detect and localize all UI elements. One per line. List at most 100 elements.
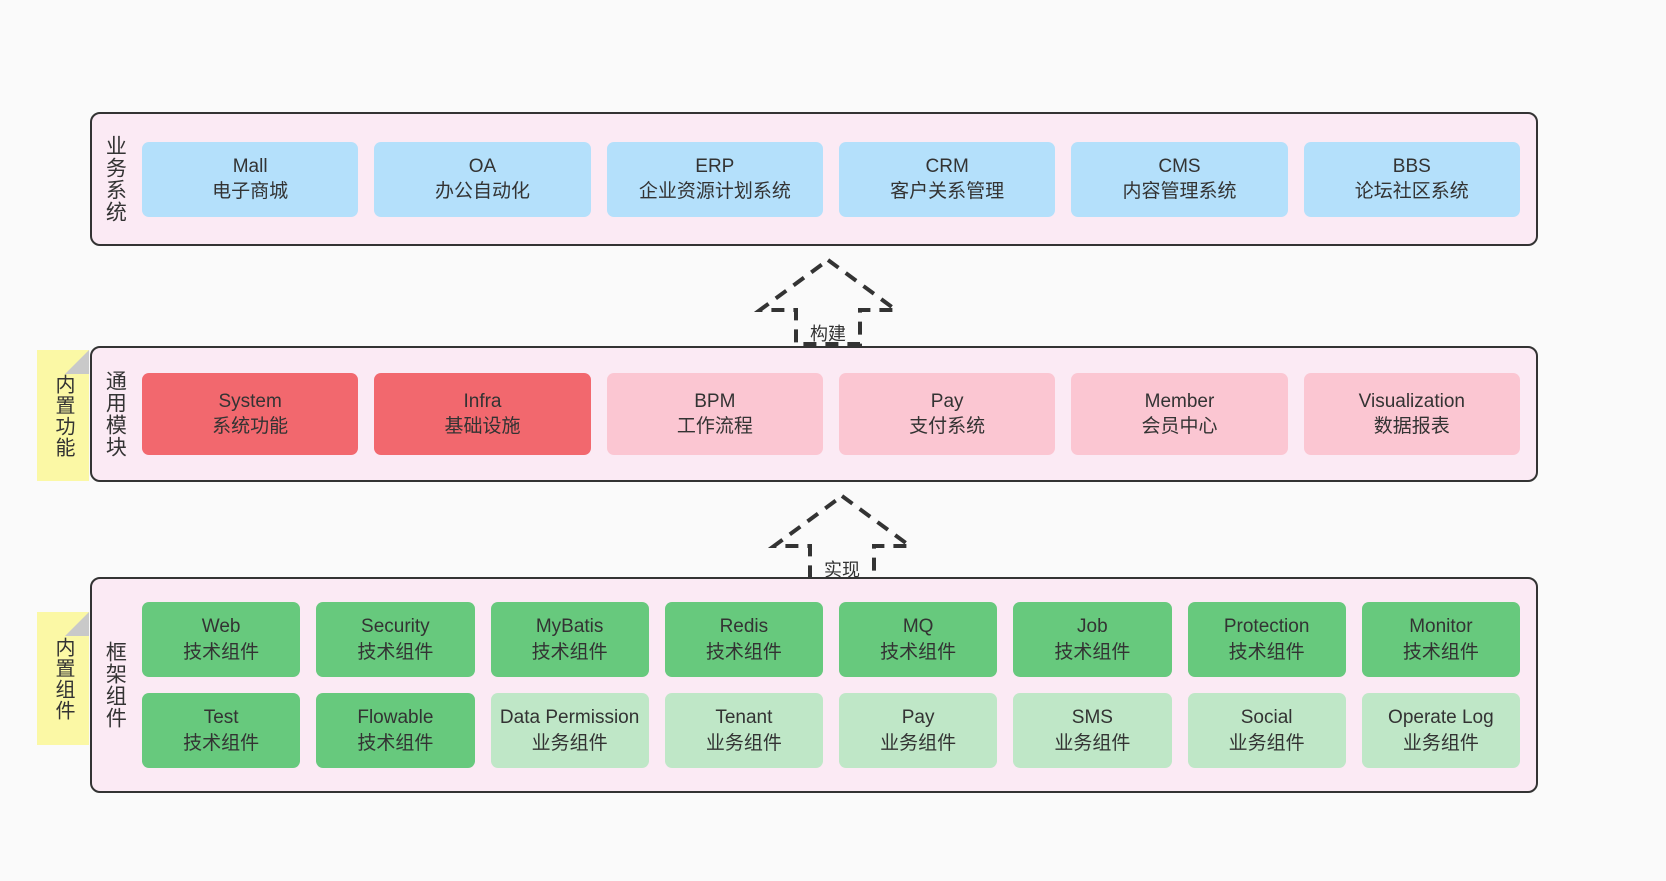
card-title-cn: 技术组件 — [183, 732, 260, 754]
layer-framework-component-title: 框架组件 — [103, 641, 127, 729]
card-title-cn: 技术组件 — [357, 732, 434, 754]
card-title-en: BBS — [1392, 155, 1431, 177]
card-title-en: Mall — [232, 155, 268, 177]
card-title-en: Tenant — [715, 707, 773, 729]
card-title-cn: 技术组件 — [1054, 641, 1131, 663]
card-title-en: Operate Log — [1388, 707, 1494, 729]
card-title-en: ERP — [695, 155, 735, 177]
card-framework-operate-log[interactable]: Operate Log 业务组件 — [1361, 693, 1520, 768]
card-title-cn: 基础设施 — [444, 416, 521, 437]
layer-common-module: 通用模块 System 系统功能 Infra 基础设施 BPM 工作流程 Pay 支付系统 Me… — [90, 346, 1538, 482]
card-module-infra[interactable]: Infra 基础设施 — [374, 373, 591, 455]
card-title-en: SMS — [1071, 707, 1113, 729]
card-title-en: Web — [201, 616, 241, 638]
card-title-en: Social — [1240, 707, 1293, 729]
card-title-en: Protection — [1223, 616, 1310, 638]
arrow-build: 构建 — [748, 252, 908, 352]
card-title-en: MyBatis — [535, 616, 604, 638]
card-title-en: System — [218, 390, 282, 412]
card-title-cn: 业务组件 — [705, 732, 782, 754]
card-title-cn: 技术组件 — [1402, 641, 1479, 663]
card-framework-data-permission[interactable]: Data Permission 业务组件 — [490, 693, 649, 768]
card-title-cn: 企业资源计划系统 — [638, 181, 791, 202]
card-title-cn: 技术组件 — [183, 641, 260, 663]
card-title-cn: 技术组件 — [705, 641, 782, 663]
card-title-cn: 工作流程 — [676, 416, 753, 437]
card-title-cn: 办公自动化 — [434, 181, 530, 202]
card-framework-flowable[interactable]: Flowable 技术组件 — [316, 693, 475, 768]
card-framework-redis[interactable]: Redis 技术组件 — [664, 602, 823, 677]
sticky-note-builtin-function-label: 内置功能 — [52, 373, 74, 458]
card-title-cn: 客户关系管理 — [890, 181, 1005, 202]
card-title-en: Pay — [901, 707, 935, 729]
sticky-note-builtin-function: 内置功能 — [37, 350, 89, 481]
card-framework-social[interactable]: Social 业务组件 — [1187, 693, 1346, 768]
card-title-cn: 系统功能 — [212, 416, 289, 437]
card-title-en: CRM — [925, 155, 969, 177]
card-framework-tenant[interactable]: Tenant 业务组件 — [664, 693, 823, 768]
card-title-cn: 业务组件 — [880, 732, 957, 754]
card-title-en: Pay — [930, 390, 964, 412]
card-title-cn: 会员中心 — [1141, 416, 1218, 437]
card-framework-mybatis[interactable]: MyBatis 技术组件 — [490, 602, 649, 677]
card-business-bbs[interactable]: BBS 论坛社区系统 — [1303, 141, 1520, 217]
card-framework-mq[interactable]: MQ 技术组件 — [839, 602, 998, 677]
card-title-cn: 支付系统 — [909, 416, 986, 437]
arrow-implement-label: 实现 — [824, 560, 860, 580]
card-title-cn: 业务组件 — [1054, 732, 1131, 754]
card-title-en: Infra — [463, 390, 502, 412]
card-title-en: BPM — [694, 390, 736, 412]
card-module-bpm[interactable]: BPM 工作流程 — [606, 373, 823, 455]
card-title-en: Monitor — [1409, 616, 1473, 638]
card-framework-sms[interactable]: SMS 业务组件 — [1013, 693, 1172, 768]
card-title-cn: 技术组件 — [880, 641, 957, 663]
card-title-en: CMS — [1158, 155, 1201, 177]
card-module-visualization[interactable]: Visualization 数据报表 — [1303, 373, 1520, 455]
layer-common-module-title: 通用模块 — [103, 370, 127, 458]
card-title-cn: 业务组件 — [1228, 732, 1305, 754]
card-title-en: MQ — [902, 616, 934, 638]
card-title-en: Flowable — [357, 707, 434, 729]
card-business-cms[interactable]: CMS 内容管理系统 — [1071, 141, 1288, 217]
card-framework-pay[interactable]: Pay 业务组件 — [839, 693, 998, 768]
sticky-note-builtin-component: 内置组件 — [37, 612, 89, 745]
card-framework-web[interactable]: Web 技术组件 — [142, 602, 301, 677]
card-title-cn: 技术组件 — [1228, 641, 1305, 663]
card-framework-test[interactable]: Test 技术组件 — [142, 693, 301, 768]
sticky-note-builtin-component-label: 内置组件 — [52, 636, 74, 721]
card-business-erp[interactable]: ERP 企业资源计划系统 — [606, 141, 823, 217]
card-title-en: Job — [1077, 616, 1108, 638]
arrow-implement: 实现 — [762, 488, 922, 588]
card-framework-job[interactable]: Job 技术组件 — [1013, 602, 1172, 677]
card-title-cn: 数据报表 — [1373, 416, 1450, 437]
card-title-en: Data Permission — [499, 707, 640, 729]
card-title-en: Redis — [719, 616, 769, 638]
card-title-cn: 电子商城 — [212, 181, 289, 202]
card-module-system[interactable]: System 系统功能 — [142, 373, 359, 455]
card-framework-monitor[interactable]: Monitor 技术组件 — [1361, 602, 1520, 677]
card-framework-protection[interactable]: Protection 技术组件 — [1187, 602, 1346, 677]
card-module-pay[interactable]: Pay 支付系统 — [838, 373, 1056, 455]
card-title-cn: 内容管理系统 — [1122, 181, 1237, 202]
card-title-en: Visualization — [1358, 390, 1465, 412]
card-title-cn: 技术组件 — [531, 641, 608, 663]
card-business-mall[interactable]: Mall 电子商城 — [142, 141, 359, 217]
card-title-cn: 论坛社区系统 — [1354, 181, 1469, 202]
card-title-cn: 业务组件 — [1402, 732, 1479, 754]
card-title-en: Test — [203, 707, 239, 729]
card-business-crm[interactable]: CRM 客户关系管理 — [838, 141, 1056, 217]
card-title-cn: 业务组件 — [531, 732, 608, 754]
layer-business-system-title: 业务系统 — [103, 135, 127, 223]
